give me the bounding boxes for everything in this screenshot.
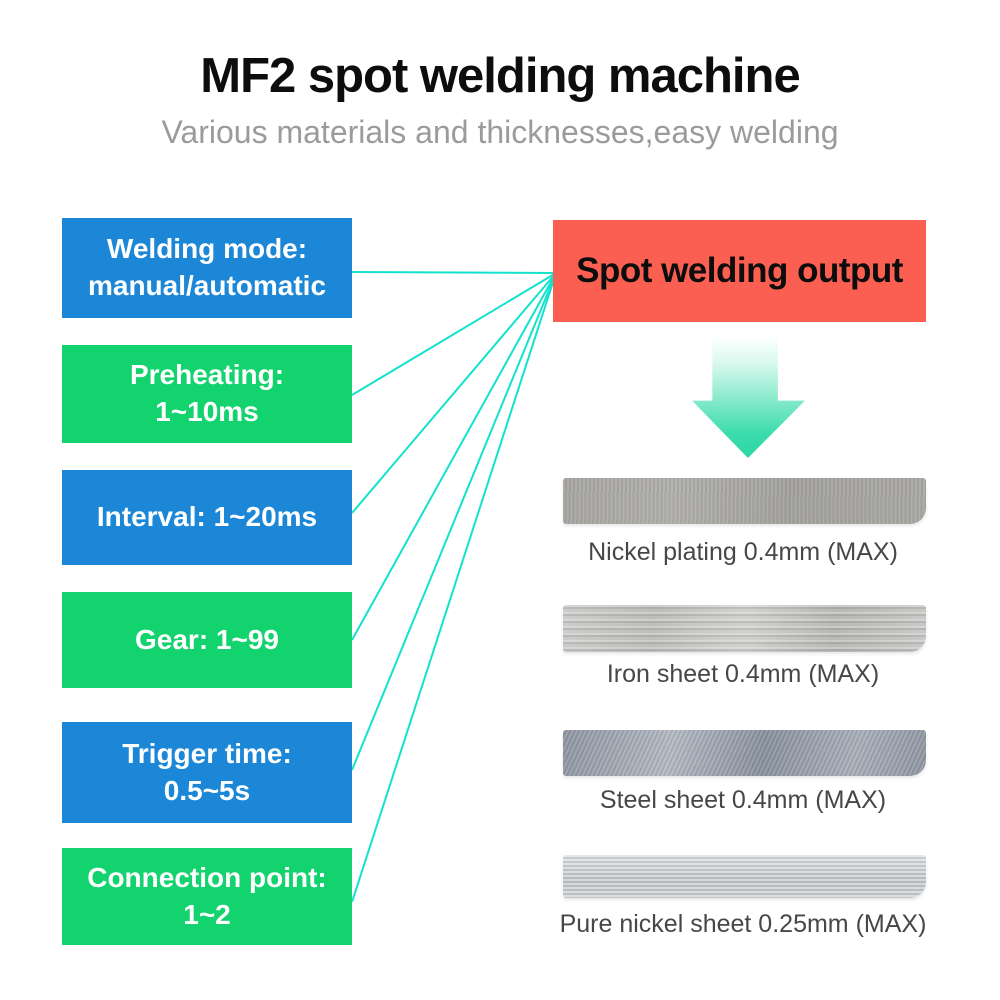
param-box-label-line: 1~2 — [183, 898, 231, 930]
param-box-preheating: Preheating: 1~10ms — [62, 345, 352, 443]
param-box-gear: Gear: 1~99 — [62, 592, 352, 688]
param-box-label-line: Preheating: — [129, 359, 285, 391]
param-box-label-line: 1~10ms — [155, 396, 259, 427]
param-box-trigger-time: Trigger time: 0.5~5s — [62, 722, 352, 823]
material-strip-steel-sheet — [563, 730, 926, 776]
page-title: MF2 spot welding machine — [200, 49, 800, 103]
param-box-label-line: Welding mode: — [106, 233, 308, 265]
connector-line — [351, 272, 557, 641]
param-box-label-line: Connection point: — [87, 861, 327, 893]
connector-line — [351, 272, 557, 514]
header: MF2 spot welding machine Various materia… — [0, 49, 1000, 151]
param-box-label-line: Interval: 1~20ms — [96, 501, 318, 533]
connector-line — [351, 272, 557, 396]
material-label: Iron sheet 0.4mm (MAX) — [606, 660, 880, 688]
material-label: Nickel plating 0.4mm (MAX) — [588, 538, 898, 566]
page-subtitle: Various materials and thicknesses,easy w… — [161, 113, 839, 150]
material-strip-iron-sheet — [563, 605, 926, 652]
material-label: Pure nickel sheet 0.25mm (MAX) — [559, 910, 927, 938]
param-box-welding-mode: Welding mode: manual/automatic — [62, 218, 352, 318]
output-box-label: Spot welding output — [576, 251, 903, 290]
material-strip-nickel-plating — [563, 478, 926, 524]
output-box: Spot welding output — [553, 220, 926, 322]
down-arrow-icon — [692, 336, 805, 458]
connector-line — [351, 272, 557, 771]
material-strip-pure-nickel-sheet — [563, 855, 926, 898]
param-box-label-line: Gear: 1~99 — [135, 623, 279, 655]
connector-line — [351, 272, 557, 903]
param-box-interval: Interval: 1~20ms — [62, 470, 352, 565]
param-box-connection-point: Connection point: 1~2 — [62, 848, 352, 945]
material-label: Steel sheet 0.4mm (MAX) — [599, 786, 887, 814]
param-box-label-line: manual/automatic — [87, 270, 327, 301]
param-box-label-line: 0.5~5s — [163, 774, 251, 806]
param-box-label-line: Trigger time: — [122, 737, 292, 769]
connector-line — [351, 271, 557, 274]
